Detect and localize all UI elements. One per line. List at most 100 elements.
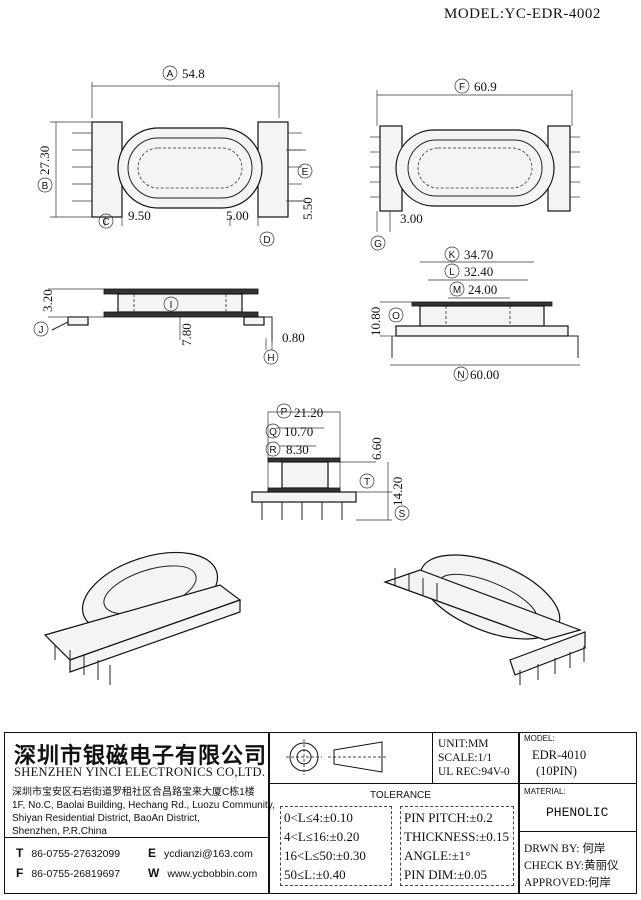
svg-text:J: J [39, 325, 44, 336]
address-en-1: 1F, No.C, Baolai Building, Hechang Rd., … [12, 800, 275, 811]
model-value: EDR-4010 [532, 748, 587, 762]
svg-text:G: G [374, 239, 382, 250]
svg-text:0.80: 0.80 [282, 330, 305, 345]
svg-text:27.30: 27.30 [37, 146, 52, 175]
svg-text:H: H [267, 353, 274, 364]
svg-text:C: C [102, 217, 109, 228]
divider [268, 732, 270, 894]
svg-text:5.00: 5.00 [226, 208, 249, 223]
dim-label-E: E 5.50 [297, 163, 315, 220]
tolerance-row: ANGLE:±1° [404, 848, 471, 863]
svg-text:14.20: 14.20 [390, 477, 405, 506]
check-by: CHECK BY:黄丽仪 [524, 860, 619, 872]
tolerance-row: THICKNESS:±0.15 [404, 829, 510, 844]
divider [518, 831, 637, 832]
company-name-cn: 深圳市银磁电子有限公司 [14, 743, 268, 769]
dim-label-C: C 9.50 [98, 208, 151, 229]
tolerance-length-box [280, 806, 392, 886]
model-label: MODEL: [524, 734, 555, 743]
svg-text:54.8: 54.8 [182, 66, 205, 81]
material-value: PHENOLIC [546, 805, 609, 820]
scale: SCALE:1/1 [438, 752, 493, 764]
svg-text:B: B [42, 181, 49, 192]
address-cn: 深圳市宝安区石岩街道罗租社区合昌路宝来大厦C栋1楼 [12, 787, 255, 798]
svg-text:8.30: 8.30 [286, 442, 309, 457]
side-view-right [380, 261, 580, 366]
svg-text:O: O [392, 311, 400, 322]
dim-label-A: A 54.8 [162, 65, 205, 81]
svg-text:24.00: 24.00 [468, 282, 497, 297]
dim-label-T: T 6.60 [359, 437, 384, 489]
tolerance-row: 50≤L:±0.40 [284, 867, 346, 882]
divider [432, 732, 433, 783]
title-block [4, 732, 637, 894]
svg-text:34.70: 34.70 [464, 247, 493, 262]
pin-count: (10PIN) [536, 764, 577, 778]
svg-text:M: M [453, 285, 461, 296]
tolerance-row: PIN PITCH:±0.2 [404, 810, 493, 825]
dim-label-M: M 24.00 [449, 281, 497, 297]
dim-label-Q: Q 10.70 [265, 423, 313, 439]
dim-label-J: J 3.20 [33, 289, 55, 337]
svg-text:60.00: 60.00 [470, 367, 499, 382]
svg-text:A: A [167, 69, 174, 80]
svg-text:21.20: 21.20 [294, 405, 323, 420]
dim-label-B: B 27.30 [37, 146, 53, 193]
projection-symbol [286, 739, 388, 775]
unit: UNIT:MM [438, 738, 489, 750]
dim-label-L: L 32.40 [444, 263, 493, 279]
dim-label-F: F 60.9 [454, 78, 497, 94]
front-view [251, 411, 392, 521]
isometric-view-left [43, 551, 242, 685]
dim-label-S: S 14.20 [390, 477, 410, 521]
svg-text:R: R [269, 445, 276, 456]
top-view-left [50, 82, 306, 226]
svg-text:D: D [263, 235, 270, 246]
dim-label-G: G 3.00 [370, 211, 423, 251]
svg-text:3.00: 3.00 [400, 211, 423, 226]
tolerance-title: TOLERANCE [370, 790, 431, 801]
divider [518, 783, 637, 784]
material-label: MATERIAL: [524, 787, 566, 796]
tolerance-row: PIN DIM:±0.05 [404, 867, 487, 882]
svg-text:I: I [170, 300, 173, 311]
svg-text:10.70: 10.70 [284, 424, 313, 439]
svg-text:K: K [449, 250, 456, 261]
company-name-en: SHENZHEN YINCI ELECTRONICS CO,LTD. [14, 765, 266, 779]
dim-label-R: R 8.30 [265, 441, 309, 457]
dim-label-P: P 21.20 [276, 403, 323, 420]
svg-text:S: S [399, 509, 406, 520]
svg-text:E: E [302, 167, 309, 178]
svg-text:32.40: 32.40 [464, 264, 493, 279]
tolerance-row: 4<L≤16:±0.20 [284, 829, 360, 844]
top-view-right [370, 90, 580, 232]
dim-label-K: K 34.70 [444, 246, 493, 262]
svg-text:5.50: 5.50 [300, 197, 315, 220]
dim-label-I: I 7.80 [163, 296, 194, 346]
svg-text:L: L [449, 267, 455, 278]
drawn-by: DRWN BY: 何岸 [524, 843, 606, 855]
svg-text:10.80: 10.80 [368, 307, 383, 336]
svg-text:9.50: 9.50 [128, 208, 151, 223]
model-title: MODEL:YC-EDR-4002 [444, 6, 601, 22]
svg-text:N: N [457, 370, 464, 381]
divider [4, 837, 268, 838]
address-en-2: Shiyan Residential District, BaoAn Distr… [12, 813, 200, 824]
tolerance-misc-box [400, 806, 514, 886]
divider [518, 732, 520, 894]
tolerance-row: 16<L≤50:±0.30 [284, 848, 366, 863]
svg-text:P: P [281, 407, 288, 418]
address-en-3: Shenzhen, P.R.China [12, 826, 107, 837]
svg-text:60.9: 60.9 [474, 79, 497, 94]
svg-text:3.20: 3.20 [40, 289, 55, 312]
divider [268, 783, 519, 784]
svg-text:T: T [364, 477, 370, 488]
dim-label-H: H 0.80 [263, 330, 305, 365]
ul-rec: UL REC:94V-0 [438, 766, 510, 778]
dim-label-N: N 60.00 [453, 366, 499, 382]
